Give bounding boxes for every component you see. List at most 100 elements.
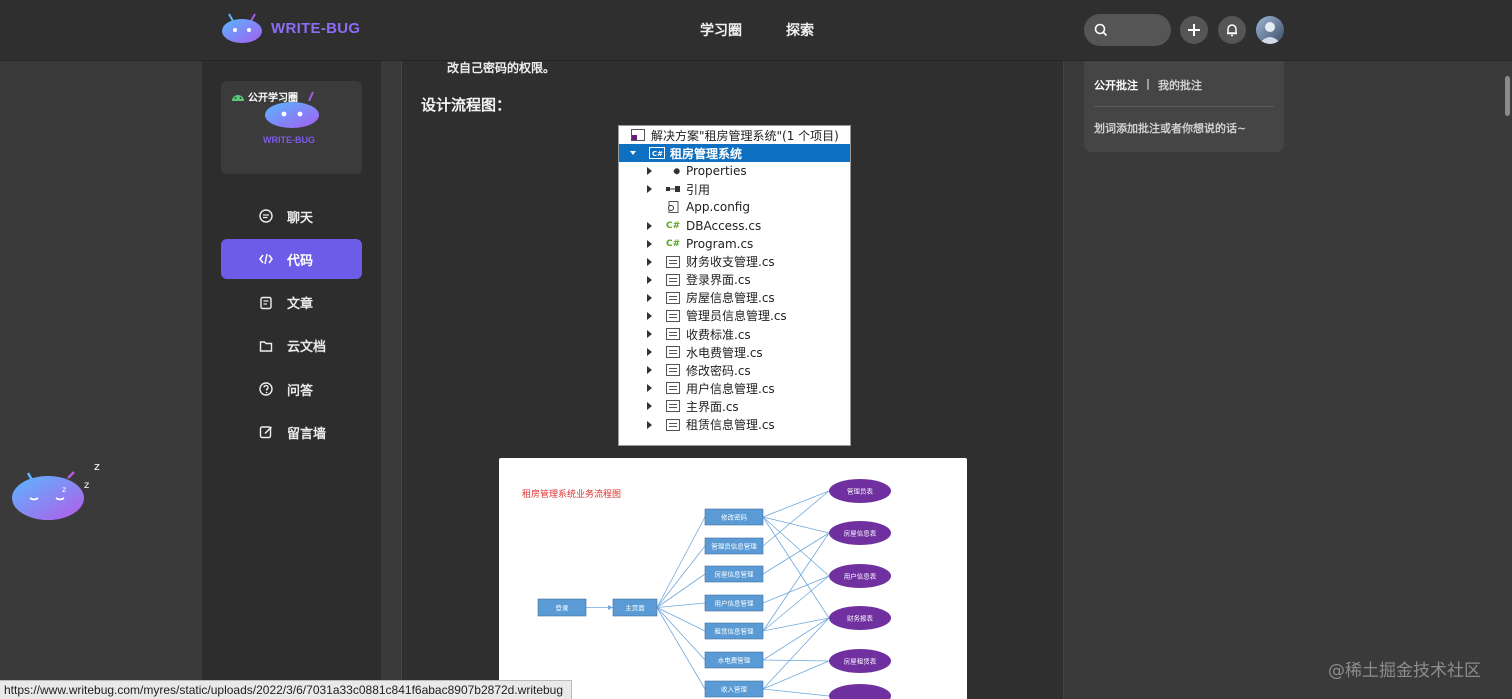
sidebar-item-label: 云文档 bbox=[287, 340, 327, 356]
tree-item: 主界面.cs bbox=[619, 397, 850, 415]
sidebar-item-code[interactable]: 代码 bbox=[221, 239, 362, 280]
collapsed-arrow-icon bbox=[647, 167, 652, 176]
circle-card[interactable]: 公开学习圈 WRITE-BUG bbox=[221, 81, 362, 174]
svg-text:水电费管理: 水电费管理 bbox=[718, 656, 751, 665]
collapsed-arrow-icon bbox=[647, 275, 652, 284]
watermark-text: @稀土掘金技术社区 bbox=[1328, 661, 1481, 681]
tree-item-label: 财务收支管理.cs bbox=[686, 255, 775, 270]
tab-my-annotations[interactable]: 我的批注 bbox=[1158, 79, 1203, 92]
form-icon bbox=[666, 400, 680, 413]
solution-root-row: 解决方案"租房管理系统"(1 个项目) bbox=[619, 126, 850, 144]
project-label: 租房管理系统 bbox=[670, 146, 743, 161]
tree-item: Properties bbox=[619, 162, 850, 180]
solution-root-label: 解决方案"租房管理系统"(1 个项目) bbox=[651, 128, 839, 143]
flow-arrowhead bbox=[608, 605, 613, 610]
tree-item-label: 租赁信息管理.cs bbox=[686, 418, 775, 433]
nav-explore[interactable]: 探索 bbox=[786, 23, 814, 39]
flow-connector bbox=[656, 516, 706, 608]
tree-item: 管理员信息管理.cs bbox=[619, 307, 850, 325]
sidebar-item-cloud-docs[interactable]: 云文档 bbox=[221, 326, 362, 366]
sidebar-item-message-wall[interactable]: 留言墙 bbox=[221, 412, 362, 452]
svg-text:修改密码: 修改密码 bbox=[721, 513, 748, 522]
csharp-icon: C# bbox=[666, 238, 681, 249]
svg-text:房屋租赁表: 房屋租赁表 bbox=[844, 657, 877, 666]
tree-item-label: App.config bbox=[686, 200, 750, 215]
search-box[interactable] bbox=[1084, 14, 1171, 46]
flow-connector bbox=[762, 617, 830, 661]
sidebar-item-article[interactable]: 文章 bbox=[221, 283, 362, 323]
collapsed-arrow-icon bbox=[647, 330, 652, 339]
sidebar-item-qa[interactable]: 问答 bbox=[221, 369, 362, 409]
avatar[interactable] bbox=[1256, 16, 1284, 44]
flowchart-diagram: 登录主页面修改密码管理员信息管理房屋信息管理用户信息管理租赁信息管理水电费管理收… bbox=[537, 479, 891, 699]
sidebar-item-label: 文章 bbox=[287, 297, 314, 313]
collapsed-arrow-icon bbox=[647, 420, 652, 429]
sidebar-item-label: 问答 bbox=[287, 383, 314, 399]
tree-item: C#DBAccess.cs bbox=[619, 216, 850, 234]
tree-item: App.config bbox=[619, 198, 850, 216]
circle-tag-label: 公开学习圈 bbox=[248, 93, 298, 104]
page-scrollbar[interactable] bbox=[1503, 61, 1512, 699]
flow-connector bbox=[656, 545, 706, 608]
create-button[interactable] bbox=[1180, 16, 1208, 44]
flow-connector bbox=[762, 617, 830, 690]
flow-connector bbox=[762, 490, 830, 518]
tree-item-label: 房屋信息管理.cs bbox=[686, 291, 775, 306]
flow-connector bbox=[656, 607, 706, 632]
tree-item-label: 用户信息管理.cs bbox=[686, 381, 775, 396]
svg-text:主页面: 主页面 bbox=[625, 603, 645, 612]
business-flowchart-image: 租房管理系统业务流程图 登录主页面修改密码管理员信息管理房屋信息管理用户信息管理… bbox=[499, 458, 967, 699]
plus-icon bbox=[1188, 24, 1200, 36]
svg-text:z: z bbox=[84, 480, 89, 491]
sidebar: 公开学习圈 WRITE-BUG 聊天 代码 文章 云文档 问答 bbox=[202, 61, 381, 699]
android-icon bbox=[232, 94, 244, 101]
flow-connector bbox=[656, 573, 706, 608]
robot-logo-icon bbox=[222, 13, 262, 43]
edit-icon bbox=[259, 426, 273, 439]
sidebar-item-label: 聊天 bbox=[287, 210, 314, 226]
tree-item-label: 收费标准.cs bbox=[686, 327, 751, 342]
flow-node-table: 管理员表 bbox=[829, 479, 891, 503]
svg-text:管理员信息管理: 管理员信息管理 bbox=[711, 542, 757, 551]
tree-item: 财务收支管理.cs bbox=[619, 253, 850, 271]
flow-node-module: 管理员信息管理 bbox=[704, 537, 764, 555]
search-input[interactable] bbox=[1114, 23, 1164, 37]
tab-public-annotations[interactable]: 公开批注 bbox=[1094, 79, 1138, 92]
svg-text:登录: 登录 bbox=[556, 603, 570, 612]
nav-study-circle[interactable]: 学习圈 bbox=[700, 23, 742, 39]
sidebar-item-chat[interactable]: 聊天 bbox=[221, 196, 362, 236]
public-circle-tag: 公开学习圈 bbox=[231, 89, 298, 104]
flow-node-module: 租赁信息管理 bbox=[704, 622, 764, 640]
flow-connector bbox=[762, 516, 830, 534]
notification-button[interactable] bbox=[1218, 16, 1246, 44]
sleeping-robot-mascot-icon[interactable]: z z z bbox=[10, 458, 105, 528]
flow-connector bbox=[762, 516, 830, 619]
paragraph-text: 改自己密码的权限。 bbox=[447, 61, 556, 75]
tree-item: 水电费管理.cs bbox=[619, 343, 850, 361]
logo[interactable]: WRITE-BUG bbox=[221, 12, 360, 44]
flow-node-module: 水电费管理 bbox=[704, 651, 764, 669]
tree-item-label: 主界面.cs bbox=[686, 399, 739, 414]
scrollbar-thumb[interactable] bbox=[1505, 76, 1510, 116]
flow-node-module: 修改密码 bbox=[704, 508, 764, 526]
flow-connector bbox=[762, 617, 830, 632]
collapsed-arrow-icon bbox=[647, 257, 652, 266]
flow-connector bbox=[656, 607, 706, 690]
csharp-project-icon: C# bbox=[649, 147, 665, 160]
chat-icon bbox=[259, 209, 273, 223]
svg-text:z: z bbox=[94, 460, 100, 473]
svg-text:收入管理: 收入管理 bbox=[721, 685, 748, 694]
flow-connector bbox=[762, 516, 830, 577]
collapsed-arrow-icon bbox=[647, 366, 652, 375]
top-bar: WRITE-BUG 学习圈 探索 bbox=[0, 0, 1512, 61]
section-heading: 设计流程图： bbox=[421, 96, 512, 114]
code-icon bbox=[259, 254, 273, 265]
form-icon bbox=[666, 273, 680, 286]
tree-item: 引用 bbox=[619, 180, 850, 198]
flow-node-table bbox=[829, 684, 891, 699]
tree-item-label: DBAccess.cs bbox=[686, 218, 762, 233]
svg-text:财务报表: 财务报表 bbox=[847, 614, 874, 623]
collapsed-arrow-icon bbox=[647, 311, 652, 320]
article-icon bbox=[260, 296, 272, 309]
tree-item-label: Properties bbox=[686, 164, 747, 179]
